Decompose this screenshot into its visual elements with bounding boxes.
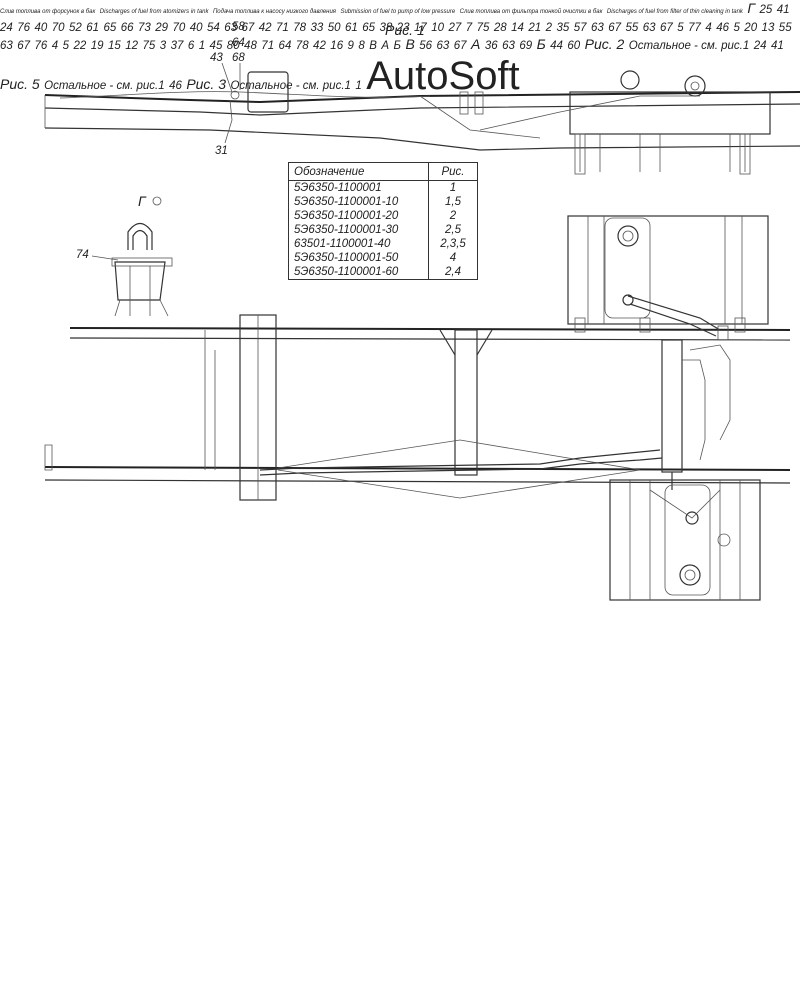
fuel-annotations: Слив топлива от форсунок в бак Discharge… — [0, 9, 743, 15]
svg-text:Г: Г — [138, 193, 147, 209]
table-header-fig: Рис. — [428, 162, 478, 181]
view-v-detail: В 56 63 67 — [405, 36, 467, 52]
svg-text:31: 31 — [215, 145, 228, 157]
top-frame-side-view — [44, 70, 801, 175]
svg-text:64: 64 — [232, 37, 245, 49]
right-lower-callouts: 20 13 55 63 67 76 4 5 22 19 15 12 75 3 3… — [0, 22, 792, 52]
svg-text:43: 43 — [210, 52, 223, 64]
main-plan-view — [44, 314, 791, 501]
watermark: AutoSoft — [366, 54, 520, 98]
lower-tank — [609, 479, 761, 601]
left-callouts: Г 25 41 24 76 40 70 52 61 65 66 73 29 70… — [0, 0, 790, 34]
table-header-designation: Обозначение — [288, 162, 429, 181]
fig3-detail: Рис. 3 Остальное - см. рис.1 1 AutoSoft — [186, 54, 520, 98]
top-callouts: 58 64 68 43 31 — [210, 21, 245, 157]
right-upper-callouts: 7 75 28 14 21 2 35 57 63 67 55 63 67 5 7… — [465, 22, 740, 34]
view-a-detail: А 36 63 69 — [471, 36, 533, 52]
fig2-detail: Рис. 2 Остальное - см. рис.1 24 41 — [584, 36, 784, 52]
upper-tank — [567, 215, 769, 341]
svg-text:74: 74 — [76, 249, 89, 261]
svg-text:68: 68 — [232, 52, 245, 64]
middle-callouts: 33 50 61 65 38 23 17 10 27 — [310, 22, 462, 34]
view-b-detail: Б 44 60 — [536, 36, 581, 52]
view-g-detail: Г 74 — [76, 193, 173, 317]
svg-text:58: 58 — [232, 21, 245, 33]
fig1-title: Рис. 1 — [385, 22, 425, 38]
fig5-detail: Рис. 5 Остальное - см. рис.1 46 — [0, 76, 182, 92]
